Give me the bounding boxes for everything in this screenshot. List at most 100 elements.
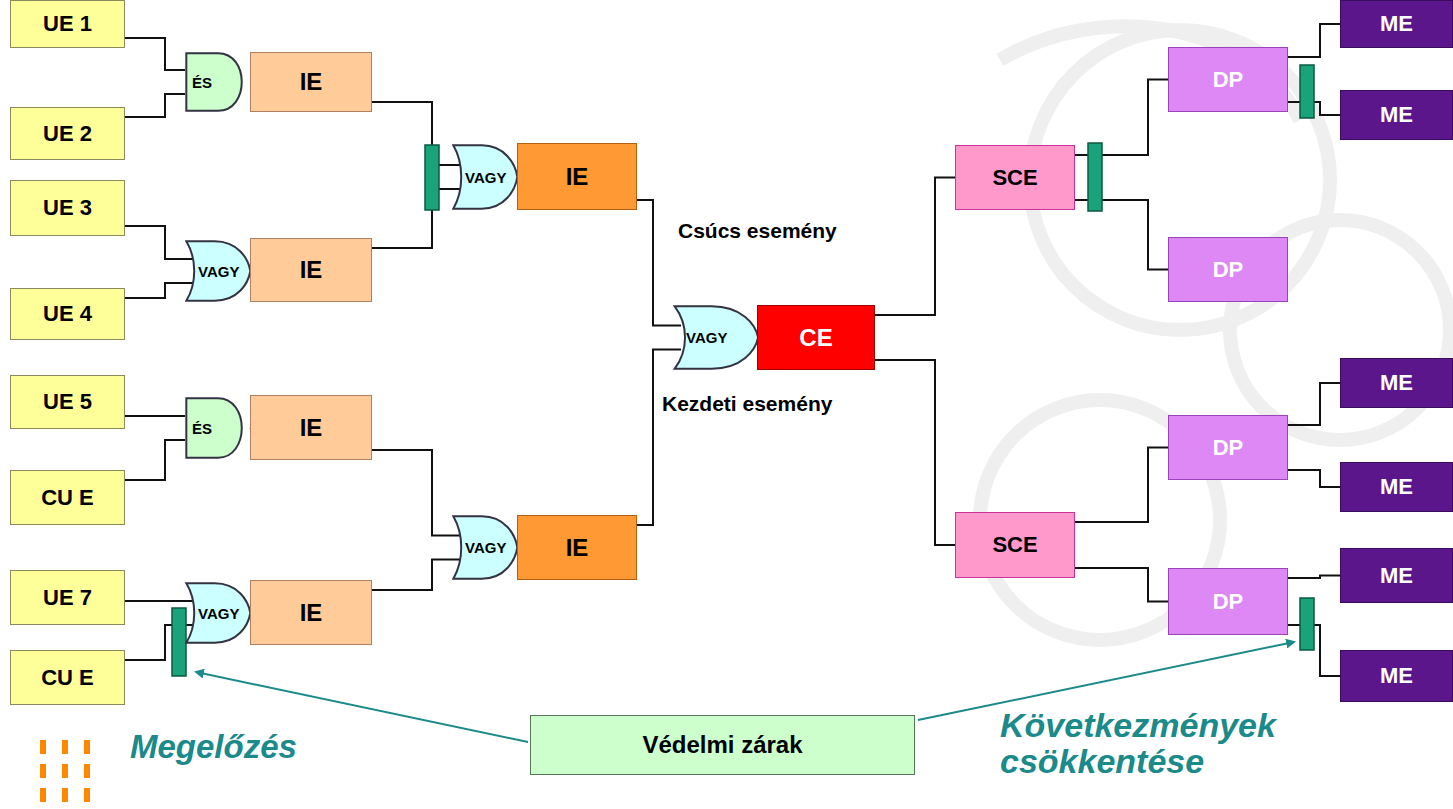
connector-line	[125, 226, 193, 259]
event-label: Kezdeti esemény	[662, 393, 832, 415]
node-text: DP	[1213, 589, 1244, 615]
node-text: ME	[1380, 663, 1413, 689]
major-event-box: ME	[1340, 462, 1453, 512]
node-text: CU E	[41, 665, 94, 691]
consequence-box: DP	[1168, 568, 1288, 635]
node-text: DP	[1213, 435, 1244, 461]
node-text: IE	[566, 534, 589, 562]
connector-line	[372, 189, 460, 248]
or-gate: VAGY	[452, 515, 518, 580]
major-event-box: ME	[1340, 548, 1453, 603]
barrier-bar	[1088, 143, 1102, 211]
intermediate-event-box: IE	[250, 238, 372, 302]
major-event-box: ME	[1340, 650, 1453, 702]
node-text: CU E	[41, 485, 94, 511]
node-text: VAGY	[198, 605, 239, 622]
node-text: UE 5	[43, 389, 92, 415]
node-text: ME	[1380, 563, 1413, 589]
connector-line	[125, 440, 185, 480]
cause-box: UE 1	[10, 0, 125, 48]
connector-line	[125, 94, 185, 117]
annotation-label: Következmények csökkentése	[1000, 708, 1400, 779]
node-text: VAGY	[465, 539, 506, 556]
and-gate: ÉS	[185, 52, 251, 112]
or-gate: VAGY	[673, 305, 759, 370]
node-text: DP	[1213, 257, 1244, 283]
node-text: ME	[1380, 102, 1413, 128]
major-event-box: ME	[1340, 0, 1453, 48]
node-text: SCE	[992, 532, 1037, 558]
or-gate: VAGY	[185, 582, 251, 644]
connector-line	[637, 350, 681, 526]
intermediate-event-box: IE	[250, 395, 372, 460]
connector-line	[1075, 568, 1168, 602]
top-event-box: CE	[757, 305, 875, 370]
barrier-bar	[1300, 598, 1314, 650]
barrier-callout-box: Védelmi zárak	[530, 715, 915, 775]
cause-box: CU E	[10, 470, 125, 525]
connector-line	[1288, 383, 1340, 425]
node-text: ÉS	[192, 420, 212, 437]
connector-line	[1288, 470, 1340, 487]
major-event-box: ME	[1340, 358, 1453, 408]
intermediate-event-box: IE	[517, 143, 637, 210]
node-text: VAGY	[686, 329, 727, 346]
node-text: ME	[1380, 474, 1413, 500]
node-text: ÉS	[192, 74, 212, 91]
connector-line	[1288, 24, 1340, 57]
intermediate-event-box: IE	[250, 580, 372, 645]
cause-box: UE 2	[10, 107, 125, 160]
connector-line	[125, 600, 193, 602]
node-text: ME	[1380, 11, 1413, 37]
connector-line	[875, 178, 955, 316]
node-text: CE	[799, 324, 832, 352]
consequence-box: DP	[1168, 237, 1288, 302]
node-text: IE	[300, 599, 323, 627]
node-text: UE 7	[43, 585, 92, 611]
node-text: VAGY	[465, 169, 506, 186]
cause-box: UE 5	[10, 375, 125, 429]
node-text: UE 4	[43, 301, 92, 327]
node-text: UE 3	[43, 195, 92, 221]
node-text: IE	[566, 163, 589, 191]
node-text: IE	[300, 68, 323, 96]
node-text: UE 2	[43, 121, 92, 147]
event-label: Csúcs esemény	[678, 220, 837, 242]
node-text: DP	[1213, 67, 1244, 93]
connector-line	[1075, 448, 1168, 523]
connector-line	[875, 360, 955, 545]
node-text: UE 1	[43, 11, 92, 37]
connector-line	[372, 560, 460, 591]
connector-line	[125, 283, 193, 298]
connector-line	[125, 415, 185, 417]
consequence-box: DP	[1168, 415, 1288, 480]
annotation-label: Megelőzés	[130, 730, 297, 765]
consequence-box: SCE	[955, 512, 1075, 578]
intermediate-event-box: IE	[250, 52, 372, 112]
node-text: IE	[300, 256, 323, 284]
barrier-bar	[1300, 65, 1314, 118]
barrier-bar	[172, 608, 186, 676]
node-text: IE	[300, 414, 323, 442]
connector-line	[372, 450, 460, 536]
connector-line	[125, 38, 185, 70]
intermediate-event-box: IE	[517, 515, 637, 580]
cause-box: UE 7	[10, 570, 125, 625]
consequence-box: DP	[1168, 47, 1288, 112]
or-gate: VAGY	[185, 240, 251, 302]
cause-box: UE 4	[10, 288, 125, 340]
cause-box: UE 3	[10, 180, 125, 236]
and-gate: ÉS	[185, 397, 251, 459]
consequence-box: SCE	[955, 145, 1075, 210]
barrier-bar	[425, 145, 439, 210]
or-gate: VAGY	[452, 144, 518, 210]
node-text: ME	[1380, 370, 1413, 396]
cause-box: CU E	[10, 650, 125, 705]
node-text: VAGY	[198, 263, 239, 280]
connector-line	[1288, 576, 1340, 579]
major-event-box: ME	[1340, 90, 1453, 140]
node-text: SCE	[992, 165, 1037, 191]
connector-line	[372, 102, 460, 165]
continuation-dashes	[40, 740, 90, 802]
